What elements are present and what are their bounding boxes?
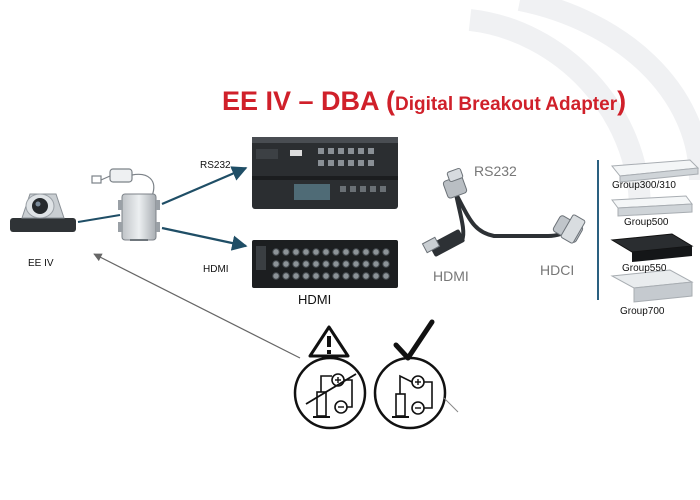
breakout-cable — [421, 167, 586, 257]
feedback-arrow — [93, 253, 301, 359]
hdmi-port — [282, 248, 290, 256]
title-part2: Digital Breakout Adapter — [395, 94, 618, 115]
incorrect-wiring-symbol — [293, 356, 367, 430]
matrix-switcher-device — [252, 137, 398, 209]
hdmi-port — [382, 260, 390, 268]
hdmi-port — [302, 272, 310, 280]
hdmi-port — [342, 260, 350, 268]
group300-label: Group300/310 — [612, 180, 676, 191]
hdmi-panel-device — [252, 240, 398, 288]
hdmi-port — [272, 260, 280, 268]
hdmi-port — [302, 248, 310, 256]
hdmi-port — [352, 260, 360, 268]
check-mark-icon — [393, 319, 435, 361]
hdmi-port — [312, 248, 320, 256]
hdmi-port — [312, 260, 320, 268]
diagram-title: EE IV – DBA (Digital Breakout Adapter) — [222, 86, 626, 117]
hdmi-port — [342, 248, 350, 256]
hdmi-port — [332, 272, 340, 280]
hdmi-port — [312, 272, 320, 280]
title-part1: EE IV – DBA ( — [222, 86, 396, 116]
group300-device — [611, 159, 700, 183]
hdmi-link-label: HDMI — [203, 264, 229, 275]
hdmi-port — [372, 272, 380, 280]
camera-label: EE IV — [28, 258, 54, 269]
camera-link-line — [77, 214, 121, 223]
rs232-link-label: RS232 — [200, 160, 231, 171]
hdmi-port — [282, 260, 290, 268]
hdmi-port — [302, 260, 310, 268]
group500-device — [611, 195, 693, 217]
hdmi-port — [332, 248, 340, 256]
hdmi-port — [322, 272, 330, 280]
power-adapter — [91, 168, 155, 197]
title-part3: ) — [617, 86, 627, 116]
hdmi-port — [322, 248, 330, 256]
hdmi-port — [362, 260, 370, 268]
hdmi-port — [342, 272, 350, 280]
group550-label: Group550 — [622, 263, 667, 274]
hdmi-port — [382, 272, 390, 280]
hdmi-port — [282, 272, 290, 280]
camera-device — [10, 193, 76, 232]
hdmi-port — [362, 272, 370, 280]
hdmi-port — [382, 248, 390, 256]
group700-device — [610, 269, 694, 303]
group700-label: Group700 — [620, 306, 665, 317]
hdmi-port — [292, 272, 300, 280]
rs232-link-arrow — [161, 166, 248, 206]
cable-rs232-label: RS232 — [474, 163, 517, 179]
hdmi-port — [362, 248, 370, 256]
warning-triangle-icon — [308, 325, 350, 358]
hdmi-port — [272, 248, 280, 256]
correct-wiring-symbol — [373, 356, 447, 430]
cable-hdci-label: HDCI — [540, 262, 575, 278]
hdmi-port — [322, 260, 330, 268]
hdmi-link-arrow — [161, 226, 248, 251]
hdmi-port — [272, 272, 280, 280]
hdmi-port — [332, 260, 340, 268]
breakout-adapter-box — [118, 193, 160, 241]
group550-device — [610, 233, 694, 262]
hdmi-port — [292, 260, 300, 268]
trailing-line — [443, 397, 459, 413]
hdmi-unit-label: HDMI — [298, 292, 332, 307]
group500-label: Group500 — [624, 217, 669, 228]
hdmi-port — [292, 248, 300, 256]
hdmi-port — [352, 272, 360, 280]
hdmi-port — [372, 260, 380, 268]
cable-hdmi-label: HDMI — [433, 268, 469, 284]
hdmi-port — [372, 248, 380, 256]
hdmi-port — [352, 248, 360, 256]
